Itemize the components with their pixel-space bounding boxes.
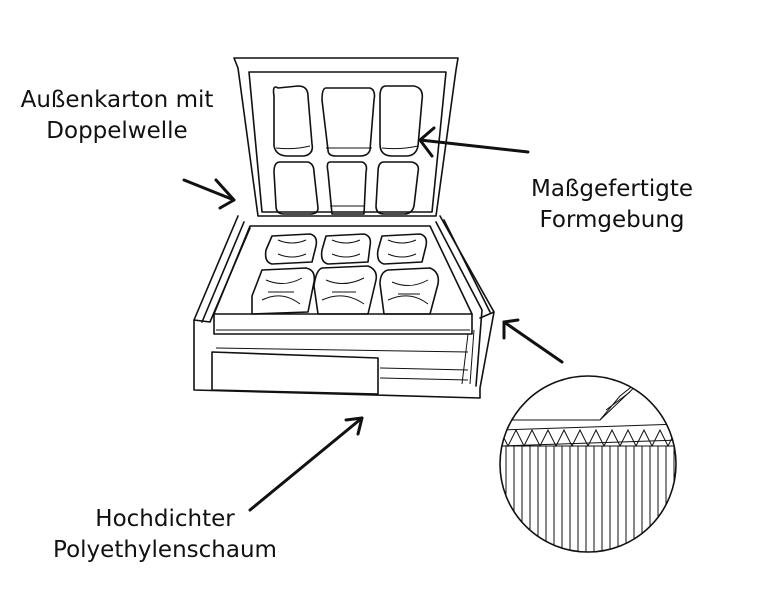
arrow-outer-box bbox=[182, 178, 236, 210]
label-custom-shape-line1: Maßgefertigte bbox=[530, 176, 694, 202]
label-outer-box: Außenkarton mit Doppelwelle bbox=[8, 85, 226, 147]
arrow-foam bbox=[248, 416, 364, 512]
label-custom-shape: Maßgefertigte Formgebung bbox=[512, 174, 712, 236]
label-outer-box-line1: Außenkarton mit bbox=[20, 87, 214, 113]
arrow-custom-shape bbox=[418, 126, 530, 158]
arrow-zoom bbox=[502, 318, 564, 364]
label-outer-box-line2: Doppelwelle bbox=[46, 118, 188, 144]
label-custom-shape-line2: Formgebung bbox=[539, 207, 685, 233]
label-foam-line1: Hochdichter bbox=[95, 506, 235, 532]
lid-cavities bbox=[272, 85, 424, 215]
corrugation-detail bbox=[499, 375, 677, 553]
label-foam: Hochdichter Polyethylenschaum bbox=[40, 504, 290, 566]
box-lid bbox=[233, 57, 459, 217]
label-foam-line2: Polyethylenschaum bbox=[53, 537, 277, 563]
outer-box bbox=[193, 215, 495, 399]
base-cups bbox=[251, 233, 440, 315]
